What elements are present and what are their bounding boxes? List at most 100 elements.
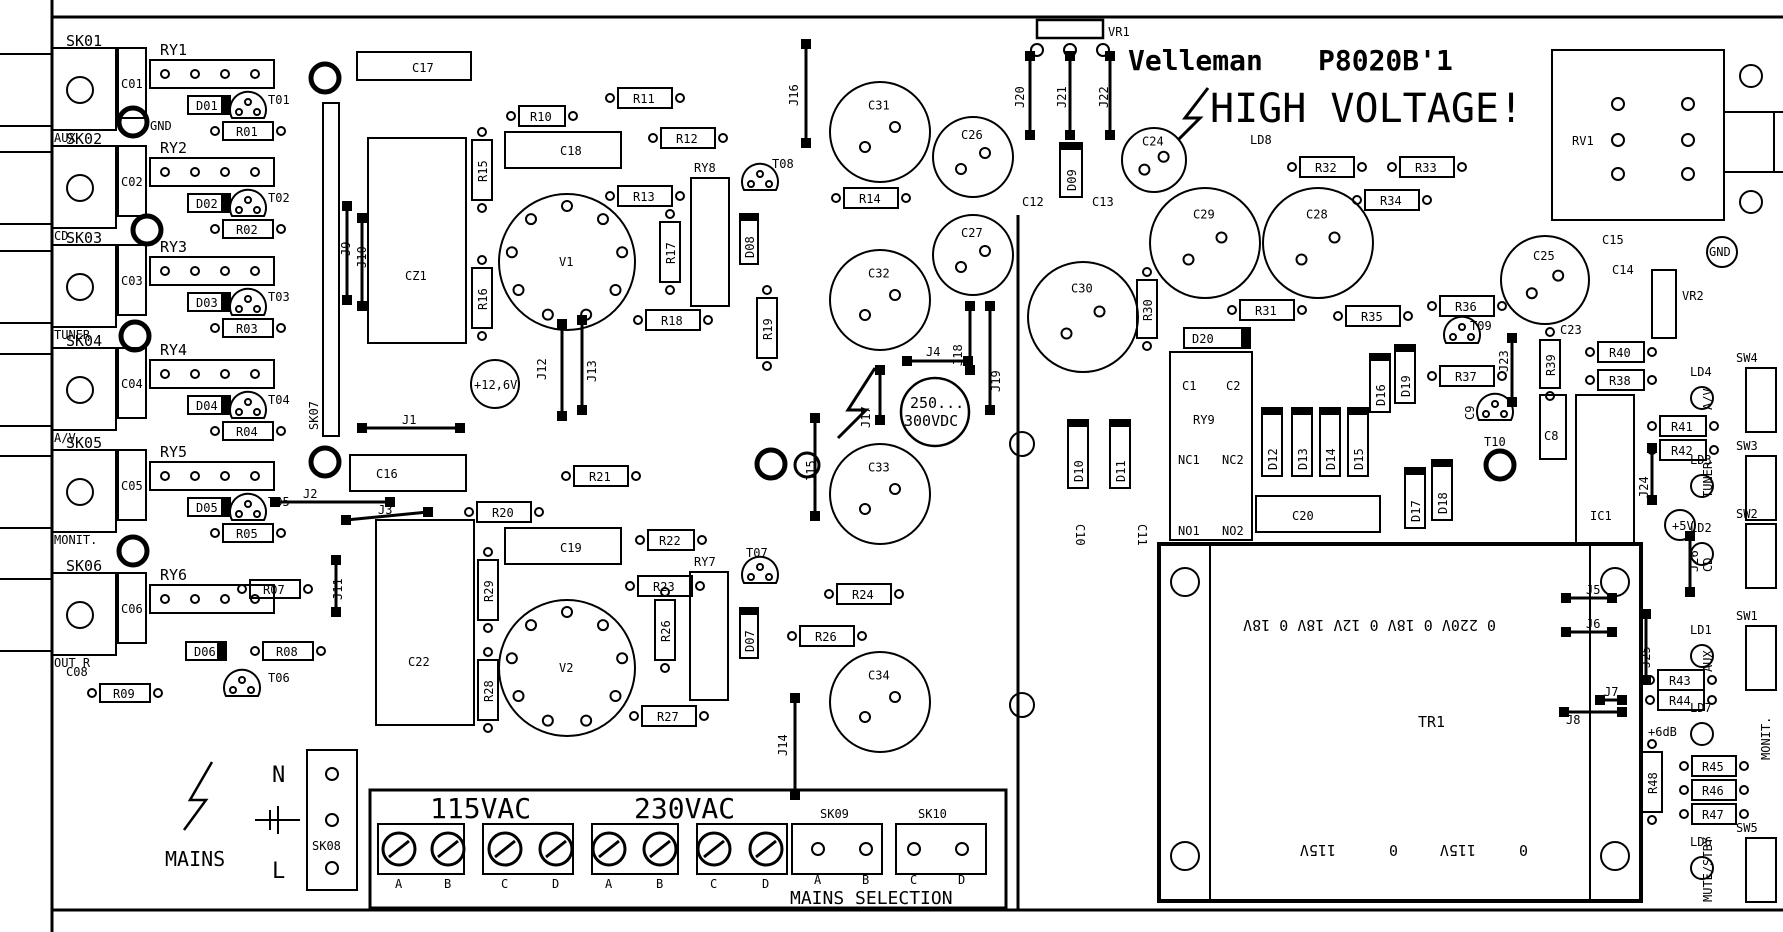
resistor-label: R47 [1702,808,1724,822]
switch-label: SW2 [1736,507,1758,521]
switch-label: SW1 [1736,609,1758,623]
resistor-label: R07 [263,583,285,597]
jumper-label: J18 [951,344,965,366]
resistor: R08 [250,641,326,661]
input-capacitor-label: C02 [121,175,143,189]
diode-label: D18 [1436,492,1450,514]
jumper-wire: J24 [1637,443,1657,505]
rv1-label: RV1 [1572,134,1594,148]
c12-label: C12 [1022,195,1044,209]
resistor-label: R14 [859,192,881,206]
selection-letter: D [958,873,965,887]
selection-pin: B [859,842,873,887]
resistor-label: R33 [1415,161,1437,175]
resistor: R45 [1679,755,1749,777]
transistor: T05 [229,492,290,521]
diode-label: D08 [743,236,757,258]
mains-lightning-icon [182,761,214,831]
sk10-label: SK10 [918,807,947,821]
screw-terminal: B [430,831,466,891]
resistor-label: R24 [852,588,874,602]
input-name: A/V [54,431,76,445]
mains-l: L [272,859,285,884]
switch [1745,455,1777,521]
rca-jack-hole [66,601,94,629]
diode: D11 [1109,419,1131,489]
jumper-label: J11 [331,578,345,600]
socket-label: SK02 [66,130,102,148]
resistor: R24 [824,583,904,605]
rca-jack-hole [66,376,94,404]
diode-label: D16 [1374,384,1388,406]
resistor: R34 [1352,189,1432,211]
capacitor-block: C22 [375,519,475,726]
tr1-label: TR1 [1418,713,1445,731]
terminal-letter: A [605,877,613,891]
jumper-label: J6 [1586,617,1600,631]
relay-small: RY8 [690,161,730,307]
led-switch: LD7 [1690,701,1714,746]
diode-label: D20 [1192,332,1214,346]
jumper-wire: J23 [1497,333,1517,407]
sw-mute-label: MUTE/STBY [1701,836,1715,902]
vr1-regulator: VR1 [1030,18,1130,57]
resistor: R19 [756,285,778,371]
jumper-wire: J7 [1595,685,1627,705]
transistor-label: T08 [772,157,794,171]
switch [1745,837,1777,903]
diode: D13 [1291,407,1313,477]
v230-label: 230VAC [634,792,735,825]
switch [1745,367,1777,433]
capacitor-block: CZ1 [367,137,467,344]
trafo-tap-0a: 0 [1389,841,1398,859]
resistor: R48 [1641,739,1663,825]
gnd-right-label: GND [1709,245,1731,259]
terminal-letter: B [444,877,451,891]
resistor: R38 [1585,369,1657,391]
jumper-label: J24 [1637,476,1651,498]
led-label: LD7 [1690,701,1712,715]
resistor-label: R02 [236,223,258,237]
resistor: R31 [1227,299,1307,321]
gnd-left-label: GND [150,119,172,133]
resistor: R41 [1647,415,1719,437]
resistor-label: R23 [653,580,675,594]
jumper-label: J10 [355,246,369,268]
selection-letter: A [814,873,822,887]
transistor-label: T04 [268,393,290,407]
resistor-label: R39 [1544,354,1558,376]
diode: D15 [1347,407,1369,477]
socket-label: SK03 [66,229,102,247]
trafo-taps-top: 0 220V 0 18V 0 12V 18V 0 18V [1243,616,1496,634]
film-capacitor-label: C17 [412,61,434,75]
resistor-label: R31 [1255,304,1277,318]
resistor-label: R09 [113,687,135,701]
electrolytic-capacitor: C26 [932,116,1014,198]
jumper-wire: J10 [355,213,369,311]
terminal-letter: A [395,877,403,891]
electrolytic-capacitor: C34 [829,651,931,753]
plus5v-label: +5V [1672,519,1694,533]
transistor: T10 [1476,392,1514,449]
jumper-wire: J21 [1055,51,1075,140]
socket-label: SK01 [66,32,102,50]
resistor-label: R32 [1315,161,1337,175]
jumper-label: J9 [339,242,353,256]
led [1690,644,1714,668]
rv1-pot: RV1 [1551,49,1783,221]
resistor-label: R30 [1141,299,1155,321]
diode-label: D02 [196,197,218,211]
diode-label: D01 [196,99,218,113]
relay-small-label: RY7 [694,555,716,569]
diode-label: D19 [1399,375,1413,397]
socket-label: SK04 [66,332,102,350]
badge-line2: 300VDC [904,412,958,430]
diode-label: D10 [1072,460,1086,482]
resistor-label: R12 [676,132,698,146]
mains-n: N [272,763,285,788]
